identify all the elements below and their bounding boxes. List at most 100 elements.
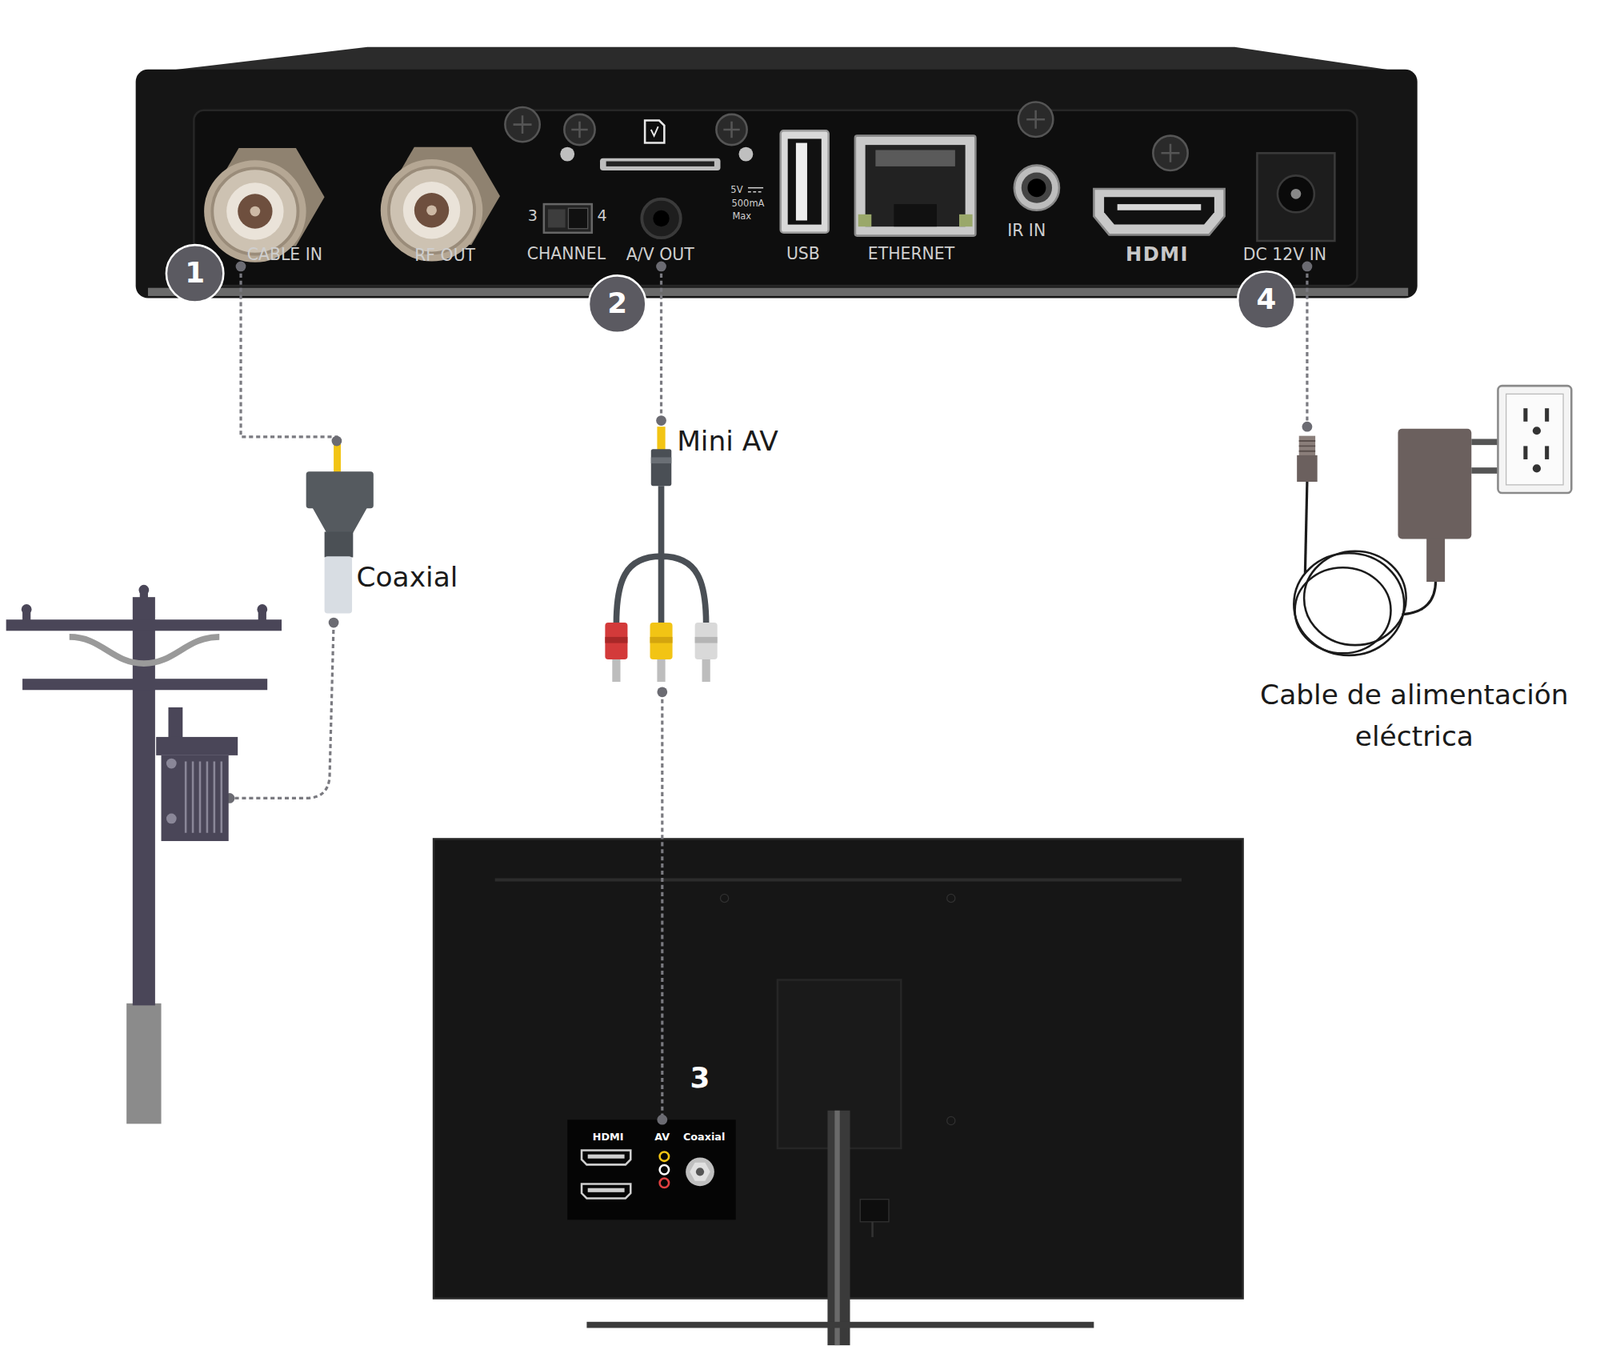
tv-coax-nut [689, 1162, 711, 1181]
connector-pin [426, 204, 437, 216]
power-cord-coil [1295, 567, 1392, 653]
power-cord-coil [1304, 551, 1407, 645]
node-text: Mini AV [676, 424, 779, 457]
rca-plug [649, 622, 672, 660]
stand-highlight [834, 1110, 840, 1345]
screw [716, 114, 747, 145]
screw [1018, 102, 1053, 137]
wall-outlet [1497, 385, 1572, 493]
connector-dot [656, 686, 668, 697]
rca-band [695, 636, 718, 644]
outlet-slot [1544, 408, 1549, 422]
rj45-opening [865, 144, 966, 227]
dc-jack-body [1256, 152, 1335, 241]
cable-label: Cable de alimentación eléctrica [1252, 426, 1576, 759]
port-name: HDMI [592, 1131, 624, 1144]
box-panel [193, 110, 1357, 286]
pole-brace [69, 636, 220, 664]
port-name: Coaxial [683, 1131, 725, 1144]
mini-av-cable [604, 426, 717, 682]
set-top-box [136, 47, 1418, 299]
hdmi-opening [1104, 196, 1215, 224]
tv-av-jack [660, 1151, 669, 1160]
leader-dot [328, 617, 340, 628]
node-text: Cable de alimentación eléctrica [1251, 673, 1578, 758]
switch-position: 3 [528, 208, 538, 225]
node-text: DC 12V IN [1243, 245, 1327, 264]
tv-seam [495, 878, 1182, 882]
connector-thread [388, 167, 475, 253]
channel-switch [544, 204, 592, 233]
dc-plug-tip [1299, 436, 1316, 457]
usb-shell [780, 130, 829, 233]
spec-text: 5V [730, 185, 743, 196]
port-label: CHANNEL [527, 244, 606, 263]
power-cord-coil [1293, 552, 1404, 656]
transformer-cap [156, 736, 238, 756]
power-adapter [1293, 428, 1502, 656]
callout-number: 2 [607, 288, 628, 320]
rca-plug [604, 622, 628, 660]
callout-circle [588, 275, 646, 332]
port-label: A/V OUT [618, 244, 703, 267]
spec-text: 500mA [731, 199, 764, 210]
rj45-notch [893, 204, 937, 227]
logo-text: HDMI [1125, 243, 1189, 265]
sd-slot [560, 120, 753, 171]
connector-face [403, 181, 460, 239]
box-rear [136, 69, 1418, 299]
connector-face [226, 182, 284, 240]
dashed-connector [240, 266, 337, 441]
rca-band [649, 636, 672, 644]
rj45-led [858, 214, 872, 227]
switch-pattern [548, 208, 566, 228]
outlet-plate [1497, 385, 1572, 493]
rca-plug [695, 622, 718, 660]
tv-screw [947, 1116, 956, 1124]
tv-hdmi-tongue [588, 1154, 625, 1159]
usb-port [780, 130, 829, 233]
dc-jack-pin [1291, 188, 1302, 200]
callout-circle [1237, 271, 1295, 328]
transformer-fins [185, 761, 222, 833]
dc-jack [1256, 152, 1335, 241]
connector-pin [249, 206, 260, 217]
slot-frame [600, 158, 721, 171]
port-label: CABLE IN [236, 244, 333, 267]
callout-circle [166, 244, 224, 302]
plug-body [651, 448, 672, 486]
slot-opening [606, 161, 715, 167]
transformer-body [161, 755, 229, 841]
outlet-face [1506, 393, 1564, 485]
rj45-led [959, 214, 973, 227]
hdmi-port [1093, 188, 1224, 235]
port-label: IR IN [1007, 221, 1046, 240]
node-text: Coaxial [356, 560, 459, 593]
adapter-body [1397, 428, 1472, 540]
box-edge [148, 288, 1408, 296]
stand-base [586, 1321, 1094, 1328]
av-jack [641, 199, 680, 238]
tv-hdmi-port [581, 1149, 631, 1164]
led [560, 147, 575, 162]
connector-dot [236, 261, 247, 272]
tv-hdmi-tongue [588, 1188, 625, 1192]
connector-dot [1302, 421, 1313, 432]
callout-number: 4 [1256, 284, 1276, 316]
rj45-shell [855, 136, 976, 236]
switch-knob [568, 208, 588, 229]
port-label: DC 12V IN [1236, 244, 1333, 267]
sd-icon-mark [651, 126, 659, 136]
dc-symbol [748, 188, 764, 192]
port-label: USB [786, 244, 820, 263]
spec-text: Max [732, 212, 752, 223]
callout-number: 3 [690, 1063, 711, 1095]
ethernet-port [855, 136, 976, 236]
outlet-ground [1532, 426, 1541, 435]
dc-jack-hole [1277, 175, 1315, 212]
rj45-contacts [875, 149, 955, 166]
tv-coax-hole [696, 1167, 704, 1176]
insulator [138, 584, 149, 596]
plug-sleeve [324, 556, 352, 613]
